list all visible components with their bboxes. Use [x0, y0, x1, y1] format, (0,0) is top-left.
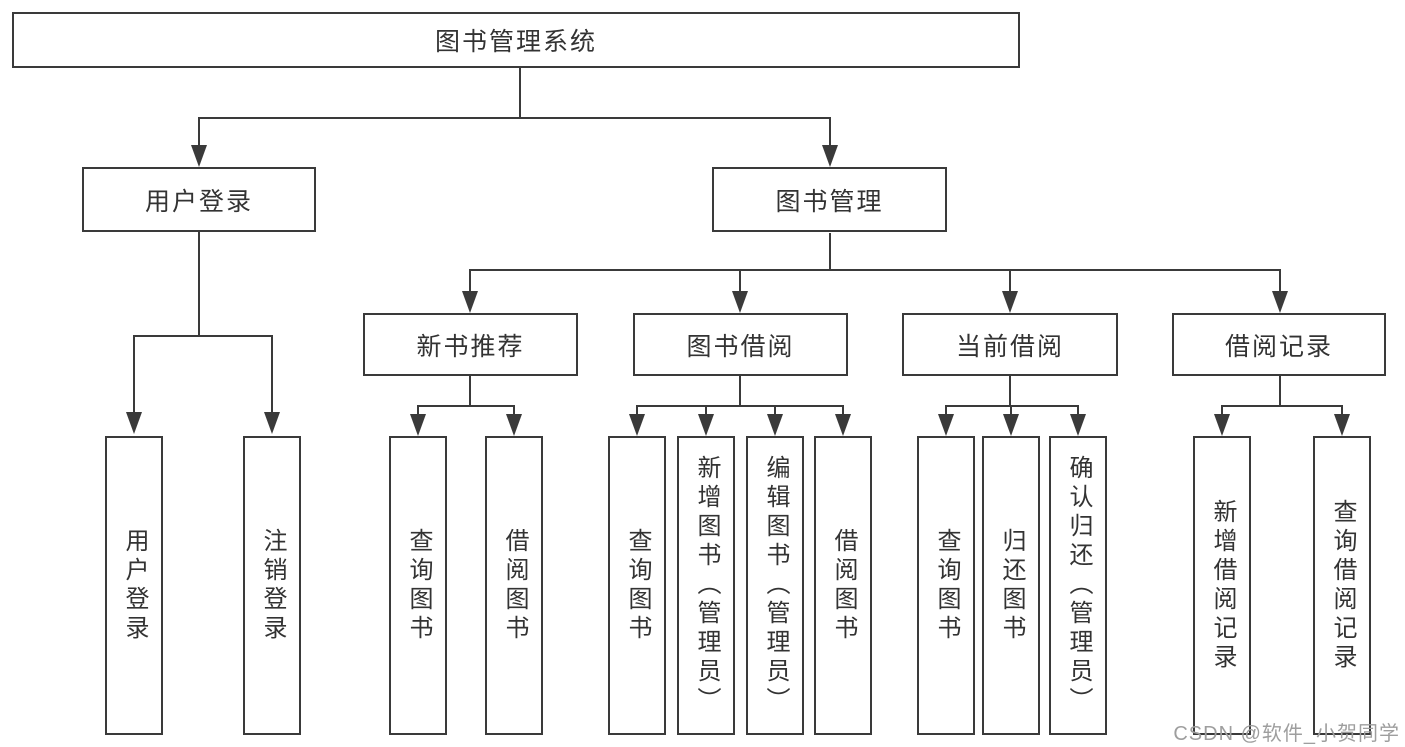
connector-line [1279, 269, 1281, 293]
connector-line [133, 335, 273, 337]
node-borrowing-records: 借阅记录 [1172, 313, 1386, 376]
node-library-system-label: 图书管理系统 [434, 28, 597, 56]
leaf-add-book-admin: 新增图书（管理员） [677, 436, 735, 735]
leaf-query-books-borrowing: 查询图书 [608, 436, 666, 735]
connector-arrowhead-icon [191, 145, 207, 167]
node-user-login-label: 用户登录 [144, 187, 253, 216]
leaf-query-borrow-record: 查询借阅记录 [1313, 436, 1371, 735]
leaf-return-book-label: 归还图书 [998, 527, 1025, 644]
node-new-book-recommend-label: 新书推荐 [416, 332, 525, 361]
connector-line [469, 269, 1281, 271]
connector-line [271, 335, 273, 413]
connector-line [774, 405, 776, 416]
leaf-borrow-books-recommend-label: 借阅图书 [501, 527, 528, 644]
leaf-logout-label: 注销登录 [259, 527, 286, 644]
connector-line [1077, 405, 1079, 416]
leaf-query-books-current-label: 查询图书 [933, 527, 960, 644]
connector-arrowhead-icon [264, 412, 280, 434]
leaf-query-borrow-record-label: 查询借阅记录 [1329, 498, 1356, 673]
connector-arrowhead-icon [410, 414, 426, 436]
connector-arrowhead-icon [506, 414, 522, 436]
connector-arrowhead-icon [1002, 291, 1018, 313]
leaf-confirm-return-admin: 确认归还（管理员） [1049, 436, 1107, 735]
connector-line [1009, 269, 1011, 293]
connector-line [417, 405, 419, 416]
leaf-query-books-borrowing-label: 查询图书 [624, 527, 651, 644]
connector-line [519, 67, 521, 118]
leaf-add-borrow-record-label: 新增借阅记录 [1209, 498, 1236, 673]
connector-arrowhead-icon [1070, 414, 1086, 436]
connector-arrowhead-icon [822, 145, 838, 167]
connector-line [1221, 405, 1223, 416]
connector-line [513, 405, 515, 416]
connector-line [739, 269, 741, 293]
connector-line [829, 117, 831, 146]
connector-line [198, 232, 200, 336]
connector-line [417, 405, 515, 407]
leaf-borrow-books-borrowing: 借阅图书 [814, 436, 872, 735]
connector-arrowhead-icon [1003, 414, 1019, 436]
connector-arrowhead-icon [698, 414, 714, 436]
node-book-borrowing-label: 图书借阅 [686, 332, 795, 361]
connector-arrowhead-icon [835, 414, 851, 436]
leaf-edit-book-admin: 编辑图书（管理员） [746, 436, 804, 735]
leaf-confirm-return-admin-label: 确认归还（管理员） [1065, 455, 1092, 716]
connector-line [945, 405, 947, 416]
connector-line [1279, 376, 1281, 406]
leaf-user-login: 用户登录 [105, 436, 163, 735]
node-new-book-recommend: 新书推荐 [363, 313, 578, 376]
watermark: CSDN @软件_小贺同学 [1173, 723, 1400, 745]
connector-arrowhead-icon [1334, 414, 1350, 436]
node-book-management: 图书管理 [712, 167, 947, 232]
leaf-logout: 注销登录 [243, 436, 301, 735]
node-book-management-label: 图书管理 [775, 187, 884, 216]
connector-line [1009, 376, 1011, 406]
leaf-borrow-books-recommend: 借阅图书 [485, 436, 543, 735]
leaf-borrow-books-borrowing-label: 借阅图书 [830, 527, 857, 644]
leaf-add-borrow-record: 新增借阅记录 [1193, 436, 1251, 735]
connector-line [133, 335, 135, 413]
node-library-system: 图书管理系统 [12, 12, 1020, 68]
connector-line [842, 405, 844, 416]
leaf-query-books-recommend-label: 查询图书 [405, 527, 432, 644]
node-current-borrowing: 当前借阅 [902, 313, 1118, 376]
connector-arrowhead-icon [462, 291, 478, 313]
node-book-borrowing: 图书借阅 [633, 313, 848, 376]
connector-arrowhead-icon [1272, 291, 1288, 313]
connector-line [829, 233, 831, 270]
leaf-query-books-recommend: 查询图书 [389, 436, 447, 735]
connector-arrowhead-icon [767, 414, 783, 436]
connector-arrowhead-icon [126, 412, 142, 434]
connector-arrowhead-icon [629, 414, 645, 436]
leaf-add-book-admin-label: 新增图书（管理员） [693, 455, 720, 716]
connector-line [705, 405, 707, 416]
connector-arrowhead-icon [1214, 414, 1230, 436]
connector-line [198, 117, 831, 119]
connector-line [739, 376, 741, 406]
connector-line [469, 269, 471, 293]
connector-line [1341, 405, 1343, 416]
connector-line [1221, 405, 1343, 407]
connector-arrowhead-icon [732, 291, 748, 313]
leaf-edit-book-admin-label: 编辑图书（管理员） [762, 455, 789, 716]
node-user-login: 用户登录 [82, 167, 316, 232]
node-borrowing-records-label: 借阅记录 [1224, 332, 1333, 361]
connector-line [469, 376, 471, 406]
connector-line [945, 405, 1079, 407]
leaf-query-books-current: 查询图书 [917, 436, 975, 735]
leaf-user-login-label: 用户登录 [121, 527, 148, 644]
leaf-return-book: 归还图书 [982, 436, 1040, 735]
node-current-borrowing-label: 当前借阅 [955, 332, 1064, 361]
connector-line [198, 117, 200, 146]
connector-arrowhead-icon [938, 414, 954, 436]
connector-line [636, 405, 844, 407]
connector-line [1010, 405, 1012, 416]
connector-line [636, 405, 638, 416]
